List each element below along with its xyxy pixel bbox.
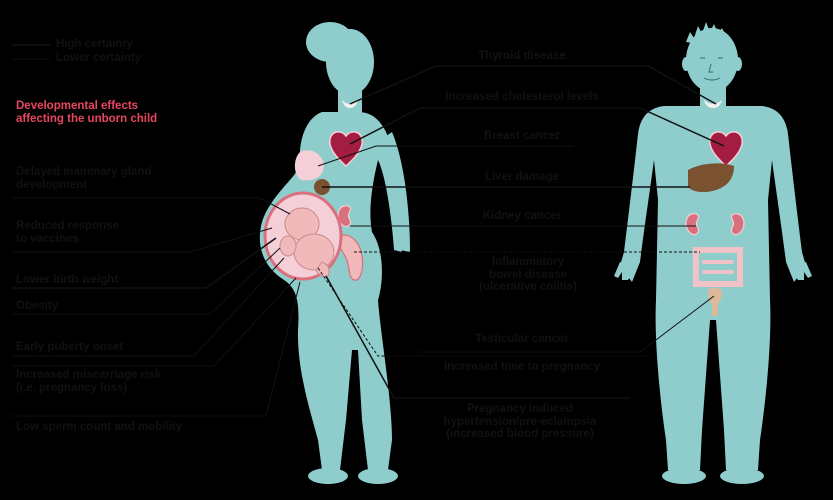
label-miscarriage: Increased miscarriage risk (i.e. pregnan… <box>16 369 162 394</box>
line-sperm <box>12 281 301 417</box>
line-puberty <box>12 257 285 357</box>
label-testicular: Testicular cancer <box>475 333 569 345</box>
man-head <box>686 28 738 92</box>
label-breast: Breast cancer <box>483 130 561 142</box>
woman-body <box>259 112 402 470</box>
man-hand-right <box>790 262 812 280</box>
label-sperm: Low sperm count and mobility <box>16 421 183 433</box>
line-mammary <box>12 197 291 215</box>
man-thyroid-icon <box>704 100 722 108</box>
fetus-icon <box>279 207 335 277</box>
man-kidney-right-icon <box>730 213 745 236</box>
woman-breast-icon <box>294 150 324 181</box>
man-ear-left <box>682 57 690 71</box>
legend-lines <box>12 44 50 60</box>
developmental-effects-heading: Developmental effects affecting the unbo… <box>16 100 158 125</box>
label-cholesterol: Increased cholesterol levels <box>445 91 599 103</box>
woman-heart-icon <box>329 131 363 168</box>
line-thyroid-woman <box>349 65 717 105</box>
line-preeclampsia <box>325 275 630 399</box>
label-thyroid: Thyroid disease <box>478 50 566 62</box>
line-birth-weight <box>12 237 277 289</box>
line-testicular <box>420 295 715 353</box>
line-miscarriage <box>12 277 297 367</box>
line-cholesterol <box>349 107 725 147</box>
man-face <box>700 57 723 81</box>
label-birth-weight: Lower birth weight <box>16 274 119 286</box>
man-foot-left <box>662 468 706 484</box>
connector-lines <box>12 65 725 417</box>
woman-foot-left <box>308 468 348 484</box>
man-foot-right <box>720 468 764 484</box>
label-vaccines: Reduced response to vaccines <box>16 220 119 245</box>
man-liver-icon <box>688 163 734 193</box>
label-preeclampsia: Pregnancy induced hypertension/pre-eclam… <box>443 403 597 440</box>
woman-uterus-icon <box>337 234 364 281</box>
line-vaccines <box>12 227 273 253</box>
woman-arm <box>380 132 410 252</box>
label-pregnancy-time: Increased time to pregnancy <box>444 361 600 373</box>
woman-organs <box>263 100 364 281</box>
label-ibd: Inflammatory bowel disease (ulcerative c… <box>479 256 577 293</box>
line-obesity <box>12 247 281 315</box>
man-kidney-left-icon <box>685 213 700 236</box>
man-bowel-icon <box>693 247 743 287</box>
man-testicle-icon <box>708 287 722 316</box>
man-ear-right <box>734 57 742 71</box>
label-obesity: Obesity <box>16 300 59 312</box>
label-mammary: Delayed mammary gland development <box>16 166 152 191</box>
label-puberty: Early puberty onset <box>16 341 124 353</box>
woman-head <box>326 29 374 95</box>
woman-foot-right <box>358 468 398 484</box>
man-hand-left <box>614 262 636 280</box>
man-organs <box>685 100 745 316</box>
label-liver: Liver damage <box>484 171 560 183</box>
label-kidney: Kidney cancer <box>482 210 562 222</box>
legend-high-label: High certainty <box>56 38 133 50</box>
legend-low-label: Lower certainty <box>56 52 141 64</box>
line-breast <box>317 145 574 167</box>
